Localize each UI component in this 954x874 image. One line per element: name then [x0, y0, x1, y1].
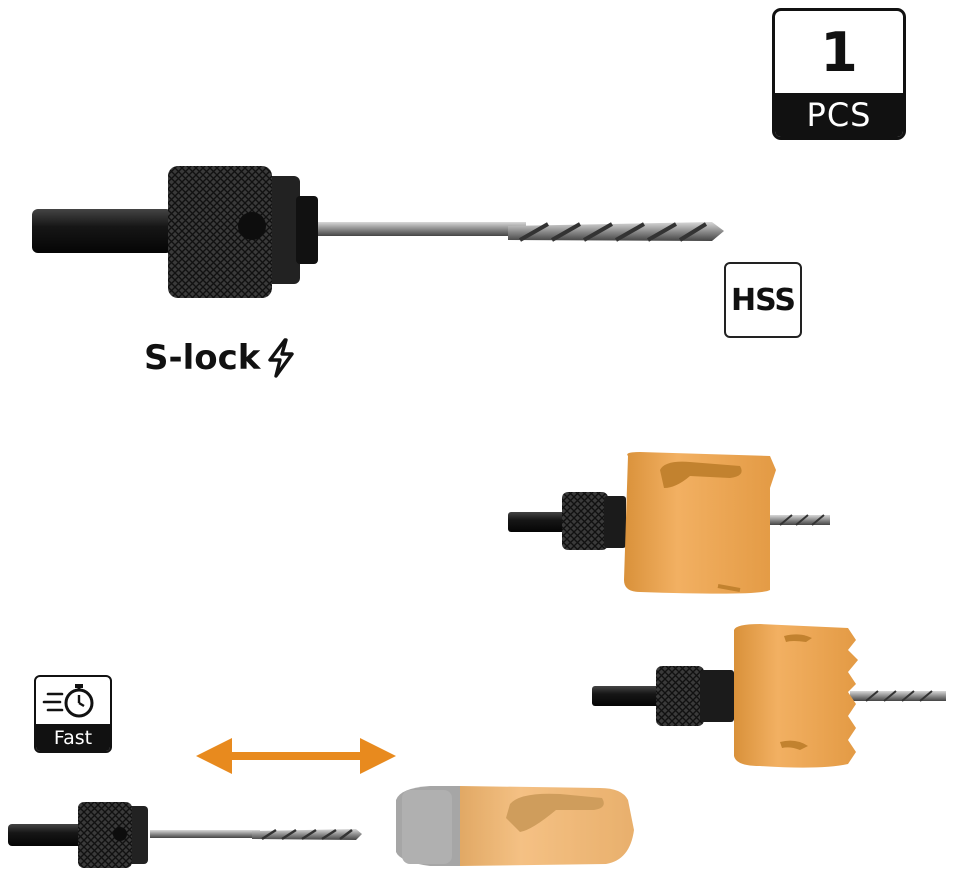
speed-label: Fast [36, 724, 110, 751]
system-label-text: S-lock [144, 338, 261, 378]
double-arrow-icon [196, 738, 396, 774]
hole-saw-detached [396, 786, 634, 866]
arbor-large [32, 166, 724, 298]
stopwatch-icon [42, 684, 94, 718]
quantity-unit: PCS [775, 93, 903, 137]
material-badge: HSS [724, 262, 802, 338]
system-label: S-lock [144, 336, 296, 380]
knurled-nut [168, 166, 272, 298]
hole-saw-assembly-2 [592, 624, 946, 768]
pilot-drill-bit [508, 222, 724, 242]
hex-shank [32, 209, 172, 253]
arbor-small [8, 802, 362, 868]
hole-saw-assembly-1 [508, 452, 830, 594]
speed-badge: Fast [34, 675, 112, 753]
pilot-shaft [300, 222, 526, 236]
release-collar [266, 176, 300, 284]
quantity-count: 1 [820, 20, 858, 84]
quantity-badge: 1 PCS [772, 8, 906, 140]
lightning-icon [268, 338, 295, 378]
